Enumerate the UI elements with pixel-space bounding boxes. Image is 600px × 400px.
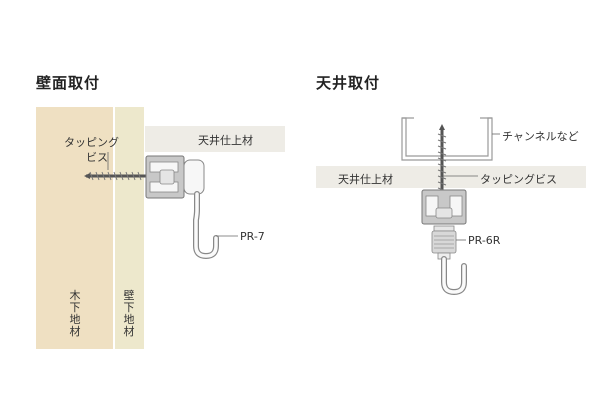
right-screw (437, 124, 447, 196)
right-roller (431, 225, 457, 260)
channel-profile (401, 117, 493, 161)
right-ceiling-label: 天井仕上材 (338, 173, 393, 186)
right-product-label: PR-6R (468, 234, 501, 247)
right-section-title: 天井取付 (316, 74, 381, 92)
left-screw-label-line1: タッピング (64, 136, 119, 149)
left-product-label: PR-7 (240, 230, 265, 243)
left-rail (145, 155, 185, 199)
right-hook (441, 256, 467, 296)
wood-base-label: 木下地材 (69, 289, 81, 338)
wall-base-label: 壁下地材 (123, 289, 135, 338)
right-ceiling-finish (316, 166, 586, 188)
left-ceiling-finish (145, 126, 285, 152)
left-hook (183, 159, 219, 260)
right-screw-label: タッピングビス (480, 173, 557, 186)
left-ceiling-label: 天井仕上材 (198, 134, 253, 147)
channel-label: チャンネルなど (502, 130, 579, 143)
left-screw-label-line2: ビス (86, 151, 108, 164)
right-rail (421, 189, 467, 225)
wood-base-board (36, 107, 114, 349)
left-section-title: 壁面取付 (36, 74, 101, 92)
left-screw (84, 171, 150, 181)
wall-base-board (114, 107, 144, 349)
